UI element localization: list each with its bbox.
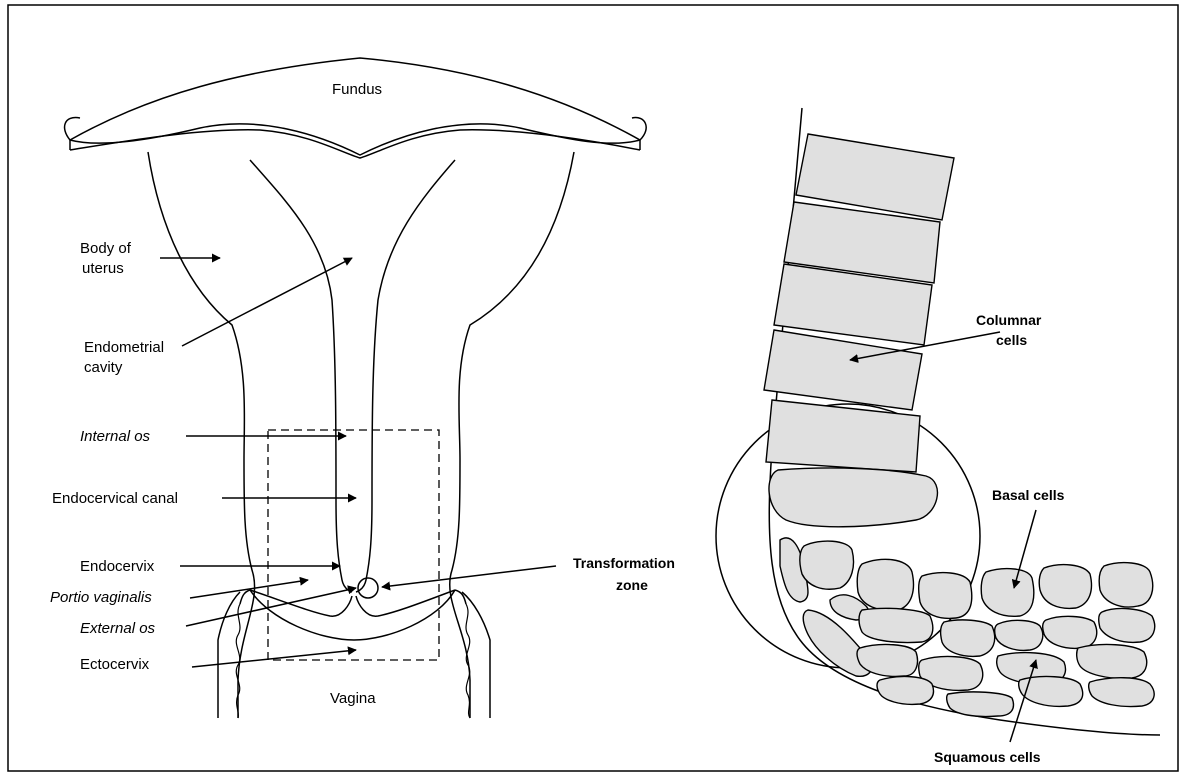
label-vagina: Vagina xyxy=(330,690,376,707)
uterus-arrows xyxy=(160,258,556,667)
transformation-zone-marker xyxy=(358,578,378,598)
squamous-cell xyxy=(1019,677,1083,707)
label-ectocervix: Ectocervix xyxy=(80,656,150,673)
basal-cell xyxy=(981,569,1034,617)
arrow-transformation-zone xyxy=(382,566,556,587)
squamous-cell xyxy=(877,677,934,705)
basal-cell xyxy=(769,468,937,527)
squamous-cell xyxy=(1089,678,1154,707)
squamous-cell xyxy=(859,608,933,642)
squamous-cell xyxy=(947,692,1014,717)
epithelium-diagram xyxy=(716,108,1160,735)
label-internal-os: Internal os xyxy=(80,428,151,445)
basal-cell xyxy=(1039,565,1091,609)
basal-cell xyxy=(857,559,913,610)
arrow-endometrial-cavity xyxy=(182,258,352,346)
label-body-of-uterus-2: uterus xyxy=(82,260,124,277)
label-endocervix: Endocervix xyxy=(80,558,155,575)
squamous-cell xyxy=(1099,609,1155,643)
label-transformation-2: zone xyxy=(616,577,648,593)
label-basal: Basal cells xyxy=(992,487,1065,503)
squamous-cell xyxy=(1043,616,1097,648)
label-portio-vaginalis: Portio vaginalis xyxy=(50,589,152,606)
label-fundus: Fundus xyxy=(332,81,382,98)
label-columnar-2: cells xyxy=(996,332,1027,348)
squamous-cell xyxy=(1077,645,1147,679)
label-endocervical-canal: Endocervical canal xyxy=(52,490,178,507)
label-external-os: External os xyxy=(80,620,156,637)
arrow-external-os xyxy=(186,588,356,626)
label-transformation-1: Transformation xyxy=(573,555,675,571)
columnar-cell xyxy=(766,400,920,472)
uterus-outline xyxy=(65,58,647,718)
squamous-cell xyxy=(941,620,995,656)
basal-cell xyxy=(919,573,972,619)
label-body-of-uterus-1: Body of xyxy=(80,240,132,257)
label-squamous: Squamous cells xyxy=(934,749,1041,765)
arrow-ectocervix xyxy=(192,650,356,667)
label-columnar-1: Columnar xyxy=(976,312,1042,328)
arrow-portio-vaginalis xyxy=(190,580,308,598)
basal-cell xyxy=(1099,563,1152,607)
label-endometrial-2: cavity xyxy=(84,359,123,376)
basal-cell xyxy=(800,541,854,589)
label-endometrial-1: Endometrial xyxy=(84,339,164,356)
squamous-cell xyxy=(995,620,1043,650)
